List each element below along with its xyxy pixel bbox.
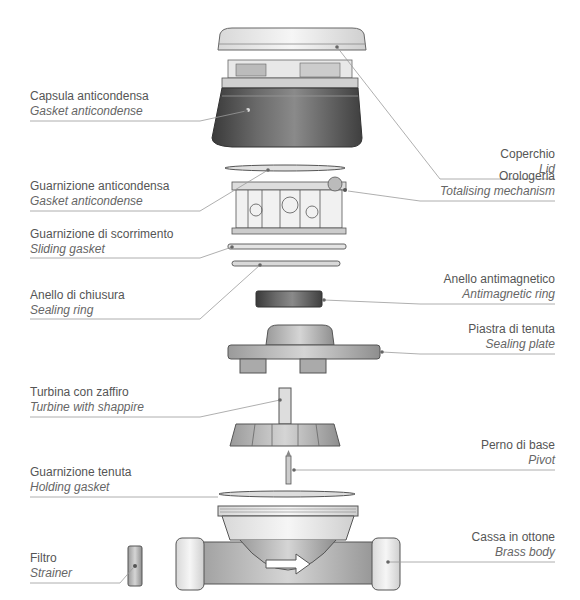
part-name-english: Antimagnetic ring: [462, 287, 555, 301]
part-name-english: Gasket anticondense: [30, 194, 143, 208]
part-name-english: Sealing ring: [30, 303, 93, 317]
part-name-english: Gasket anticondense: [30, 104, 143, 118]
part-name-english: Brass body: [495, 545, 555, 559]
part-name-italian: Cassa in ottone: [472, 530, 555, 544]
part-name-italian: Orologeria: [499, 169, 555, 183]
part-name-italian: Anello antimagnetico: [444, 272, 555, 286]
part-name-italian: Capsula anticondensa: [30, 89, 149, 103]
part-name-italian: Anello di chiusura: [30, 288, 125, 302]
part-name-english: Pivot: [528, 453, 555, 467]
part-name-italian: Turbina con zaffiro: [30, 385, 129, 399]
part-name-english: Holding gasket: [30, 480, 109, 494]
part-name-english: Turbine with shappire: [30, 400, 144, 414]
part-name-english: Totalising mechanism: [440, 184, 555, 198]
part-name-italian: Guarnizione di scorrimento: [30, 227, 173, 241]
part-name-italian: Coperchio: [500, 147, 555, 161]
part-name-italian: Perno di base: [481, 438, 555, 452]
part-name-english: Strainer: [30, 566, 72, 580]
part-name-italian: Guarnizione tenuta: [30, 465, 131, 479]
part-name-italian: Piastra di tenuta: [468, 322, 555, 336]
part-name-italian: Guarnizione anticondensa: [30, 179, 169, 193]
part-name-italian: Filtro: [30, 551, 57, 565]
part-name-english: Sealing plate: [486, 337, 555, 351]
part-name-english: Sliding gasket: [30, 242, 105, 256]
